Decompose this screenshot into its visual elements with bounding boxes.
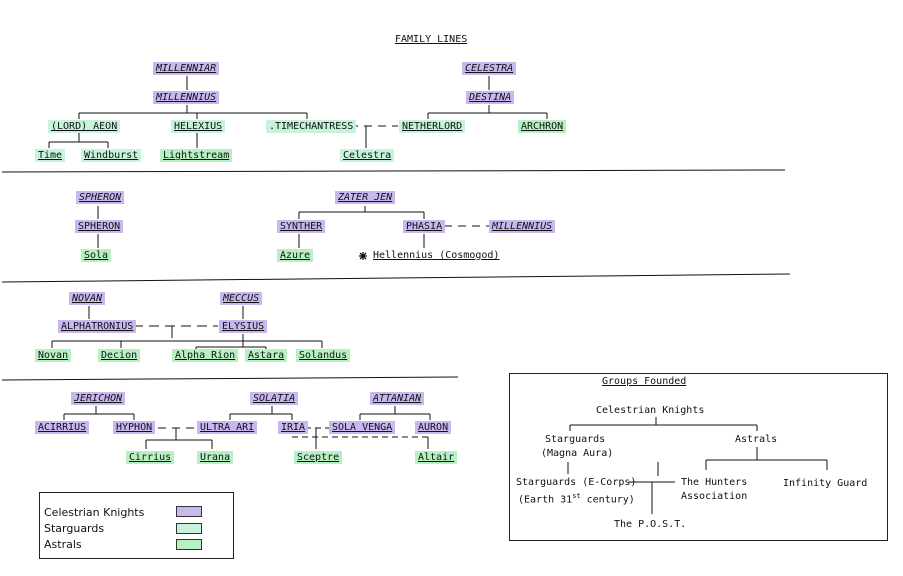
node-celestra-top: CELESTRA [462, 62, 517, 75]
node-iria: IRIA [278, 421, 309, 434]
node-time: Time [35, 149, 66, 162]
node-lord-aeon: (LORD) AEON [48, 120, 121, 133]
group-hunters-line1: The Hunters [681, 477, 748, 488]
node-ultra-ari: ULTRA ARI [197, 421, 258, 434]
groups-founded-title: Groups Founded [602, 376, 687, 387]
node-millenniar: MILLENNIAR [153, 62, 220, 75]
node-jerichon: JERICHON [71, 392, 126, 405]
page-title: FAMILY LINES [395, 34, 468, 45]
node-urana: Urana [197, 451, 234, 464]
node-netherlord: NETHERLORD [399, 120, 466, 133]
group-celestrian-knights: Celestrian Knights [596, 405, 705, 416]
node-alpha-rion: Alpha Rion [172, 349, 239, 362]
node-decion: Decion [98, 349, 141, 362]
node-alphatronius: ALPHATRONIUS [58, 320, 137, 333]
node-novan-top: NOVAN [69, 292, 106, 305]
node-astara: Astara [245, 349, 288, 362]
group-starguards-ecorps: Starguards (E-Corps) [516, 477, 637, 488]
legend-swatch-knights [176, 506, 202, 517]
node-celestra: Celestra [340, 149, 395, 162]
node-synther: SYNTHER [277, 220, 326, 233]
node-auron: AURON [415, 421, 452, 434]
node-archron: ARCHRON [518, 120, 567, 133]
group-astrals: Astrals [735, 434, 778, 445]
node-millennius-2: MILLENNIUS [489, 220, 556, 233]
node-millennius: MILLENNIUS [153, 91, 220, 104]
legend-label-starguards: Starguards [44, 522, 105, 535]
node-azure: Azure [277, 249, 314, 262]
node-acirrius: ACIRRIUS [35, 421, 90, 434]
groups-founded-box [509, 373, 888, 541]
node-solatia: SOLATIA [250, 392, 299, 405]
node-sola-venga: SOLA VENGA [329, 421, 396, 434]
node-attanian: ATTANIAN [370, 392, 425, 405]
node-sola: Sola [81, 249, 112, 262]
group-magna-aura: (Magna Aura) [541, 448, 614, 459]
node-hyphon: HYPHON [113, 421, 156, 434]
node-meccus: MECCUS [220, 292, 263, 305]
group-earth-century: (Earth 31st century) [518, 492, 635, 506]
node-phasia: PHASIA [403, 220, 446, 233]
node-sceptre: Sceptre [294, 451, 343, 464]
legend-swatch-starguards [176, 523, 202, 534]
legend-label-celestrian-knights: Celestrian Knights [44, 506, 145, 519]
star-icon [359, 252, 367, 260]
node-zater-jen: ZATER JEN [335, 191, 396, 204]
node-helexius: HELEXIUS [171, 120, 226, 133]
node-destina: DESTINA [466, 91, 515, 104]
legend-label-astrals: Astrals [44, 538, 82, 551]
group-the-post: The P.O.S.T. [614, 519, 687, 530]
legend-swatch-astrals [176, 539, 202, 550]
node-spheron: SPHERON [75, 220, 124, 233]
group-hunters-line2: Association [681, 491, 748, 502]
node-windburst: Windburst [81, 149, 142, 162]
node-spheron-top: SPHERON [76, 191, 125, 204]
node-elysius: ELYSIUS [219, 320, 268, 333]
node-timechantress: .TIMECHANTRESS [266, 120, 357, 133]
legend-box [39, 492, 234, 559]
node-cirrius: Cirrius [126, 451, 175, 464]
node-lightstream: Lightstream [160, 149, 233, 162]
node-novan: Novan [35, 349, 72, 362]
group-infinity-guard: Infinity Guard [783, 478, 868, 489]
group-starguards: Starguards [545, 434, 606, 445]
node-hellennius: Hellennius (Cosmogod) [373, 250, 500, 261]
node-altair: Altair [415, 451, 458, 464]
node-solandus: Solandus [296, 349, 351, 362]
